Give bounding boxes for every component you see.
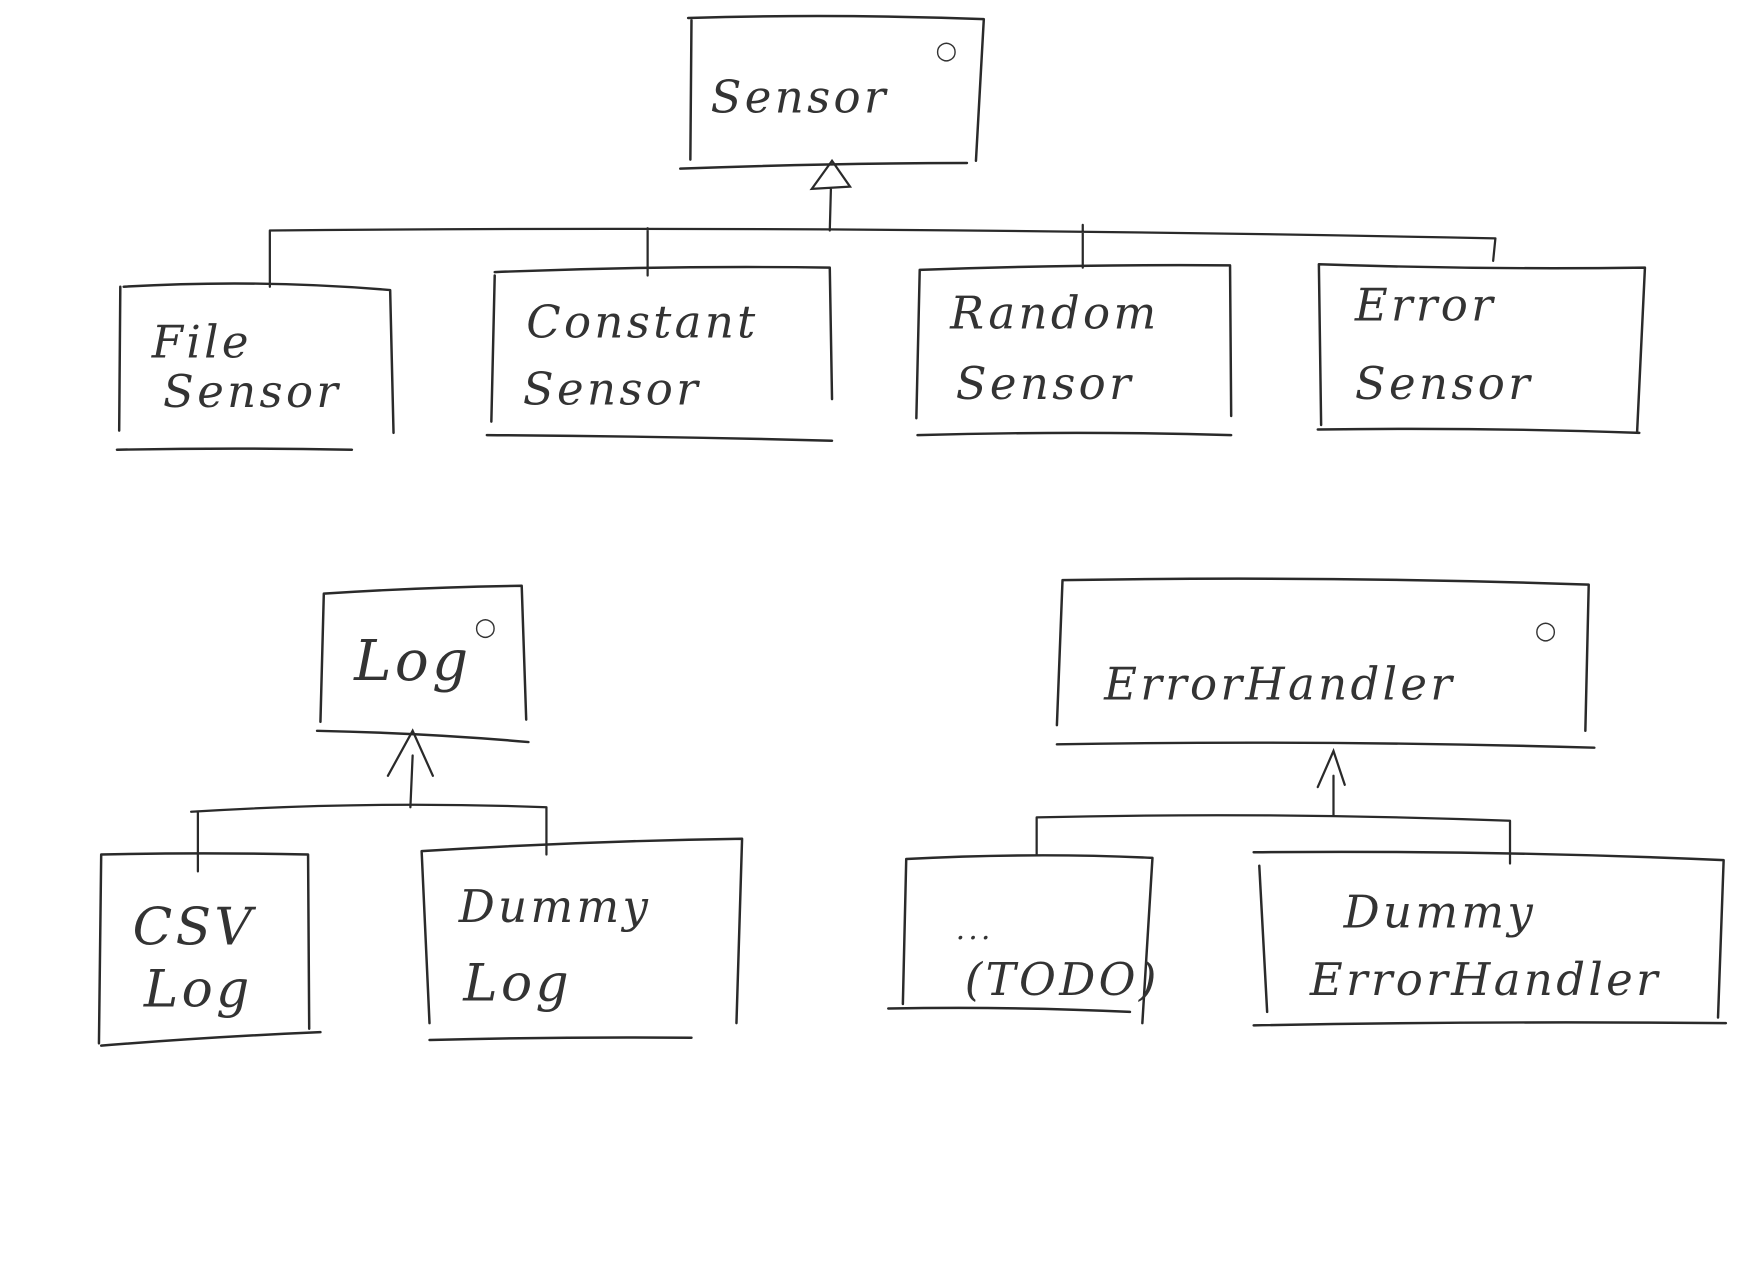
class-file-sensor-line1: File	[151, 316, 252, 369]
inheritance-arrow	[809, 158, 853, 232]
class-log-label: Log	[353, 629, 471, 694]
class-file-sensor: File Sensor	[115, 282, 395, 451]
class-csv-log-line1: CSV	[133, 897, 257, 957]
interface-marker: ○	[935, 35, 960, 64]
class-csv-log-line2: Log	[143, 959, 253, 1019]
class-todo-line2: (TODO)	[965, 953, 1160, 1006]
class-random-sensor-line2: Sensor	[956, 357, 1134, 410]
inheritance-bus-error-handler	[1035, 814, 1512, 865]
class-dummy-error-handler-line1: Dummy	[1343, 886, 1537, 939]
class-dummy-log-line2: Log	[462, 954, 572, 1014]
inheritance-arrow	[1316, 747, 1346, 817]
interface-marker: ○	[1535, 616, 1560, 645]
class-error-sensor: Error Sensor	[1316, 262, 1647, 435]
class-todo-line1: ...	[956, 912, 994, 946]
inheritance-arrow	[386, 728, 435, 809]
class-sensor: Sensor ○	[679, 14, 986, 170]
class-dummy-log-line1: Dummy	[458, 880, 652, 933]
class-constant-sensor: Constant Sensor	[485, 265, 834, 442]
class-constant-sensor-line1: Constant	[526, 295, 758, 348]
class-constant-sensor-line2: Sensor	[523, 363, 701, 416]
class-csv-log: CSV Log	[97, 852, 322, 1047]
class-file-sensor-line2: Sensor	[163, 365, 341, 418]
class-error-handler-label: ErrorHandler	[1103, 657, 1455, 710]
inheritance-bus-log	[190, 803, 548, 873]
class-dummy-error-handler-line2: ErrorHandler	[1309, 953, 1661, 1006]
class-error-sensor-line1: Error	[1354, 278, 1496, 331]
class-error-handler: ErrorHandler ○	[1055, 577, 1596, 749]
class-random-sensor-line1: Random	[949, 286, 1159, 339]
class-sensor-label: Sensor	[711, 70, 889, 123]
class-error-sensor-line2: Sensor	[1355, 357, 1533, 410]
class-random-sensor: Random Sensor	[915, 263, 1233, 437]
class-log: Log ○	[315, 584, 530, 744]
class-dummy-error-handler: Dummy ErrorHandler	[1252, 850, 1728, 1027]
inheritance-bus-sensor	[268, 223, 1497, 288]
interface-marker: ○	[474, 612, 499, 641]
class-todo-handler: ... (TODO)	[887, 854, 1160, 1025]
class-dummy-log: Dummy Log	[420, 837, 744, 1042]
